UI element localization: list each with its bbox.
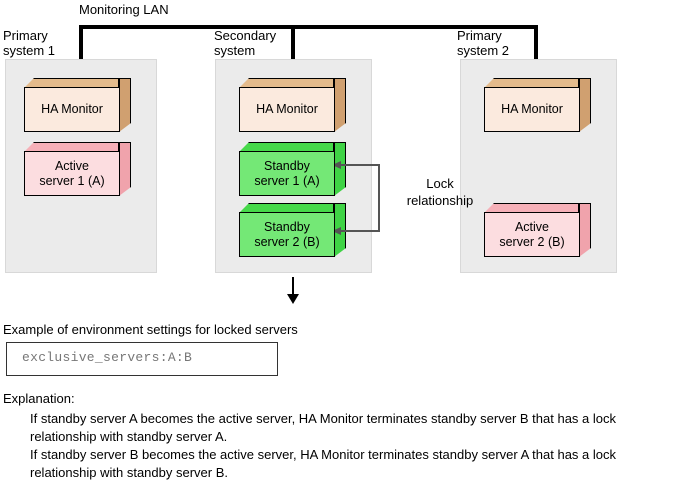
settings-code-box xyxy=(6,342,278,376)
lan-drop-line-secondary xyxy=(291,25,295,59)
box-side-face xyxy=(334,142,346,196)
box-side-face xyxy=(334,78,346,132)
lock-connector-top xyxy=(339,164,380,166)
lock-connector-bottom xyxy=(339,230,380,232)
caption-secondary-system: Secondary system xyxy=(214,28,277,58)
box-side-face xyxy=(579,78,591,132)
down-arrow-icon xyxy=(287,294,299,304)
box-label-ha-monitor: HA Monitor xyxy=(24,87,120,132)
caption-primary-system-1: Primary system 1 xyxy=(3,28,56,58)
caption-primary-system-2: Primary system 2 xyxy=(457,28,510,58)
lock-relationship-label: Lock relationship xyxy=(406,176,474,208)
box-side-face xyxy=(119,78,131,132)
lan-drop-line-primary-2 xyxy=(534,25,538,59)
box-side-face xyxy=(579,203,591,257)
lock-arrow-icon-top xyxy=(332,161,341,169)
explanation-paragraph-1: If standby server A becomes the active s… xyxy=(30,411,616,444)
box-active-server-1: Active server 1 (A) xyxy=(24,142,131,196)
box-label-ha-monitor: HA Monitor xyxy=(239,87,335,132)
box-label-ha-monitor: HA Monitor xyxy=(484,87,580,132)
box-ha-monitor-primary-2: HA Monitor xyxy=(484,78,591,132)
settings-code-text: exclusive_servers:A:B xyxy=(22,350,193,365)
box-label-standby-server-2: Standby server 2 (B) xyxy=(239,212,335,257)
box-label-standby-server-1: Standby server 1 (A) xyxy=(239,151,335,196)
box-standby-server-2: Standby server 2 (B) xyxy=(239,203,346,257)
monitoring-lan-label: Monitoring LAN xyxy=(79,2,169,17)
lan-drop-line-primary-1 xyxy=(79,25,83,59)
settings-example-title: Example of environment settings for lock… xyxy=(3,322,298,337)
box-ha-monitor-secondary: HA Monitor xyxy=(239,78,346,132)
lock-arrow-icon-bottom xyxy=(332,227,341,235)
box-active-server-2: Active server 2 (B) xyxy=(484,203,591,257)
down-arrow-stem xyxy=(292,277,294,297)
box-label-active-server-2: Active server 2 (B) xyxy=(484,212,580,257)
explanation-paragraph-2: If standby server B becomes the active s… xyxy=(30,447,616,480)
box-standby-server-1: Standby server 1 (A) xyxy=(239,142,346,196)
box-label-active-server-1: Active server 1 (A) xyxy=(24,151,120,196)
lan-bus-horizontal xyxy=(79,25,538,29)
box-ha-monitor-primary-1: HA Monitor xyxy=(24,78,131,132)
explanation-heading: Explanation: xyxy=(3,391,75,406)
box-side-face xyxy=(119,142,131,196)
lock-connector-vertical xyxy=(378,164,380,232)
